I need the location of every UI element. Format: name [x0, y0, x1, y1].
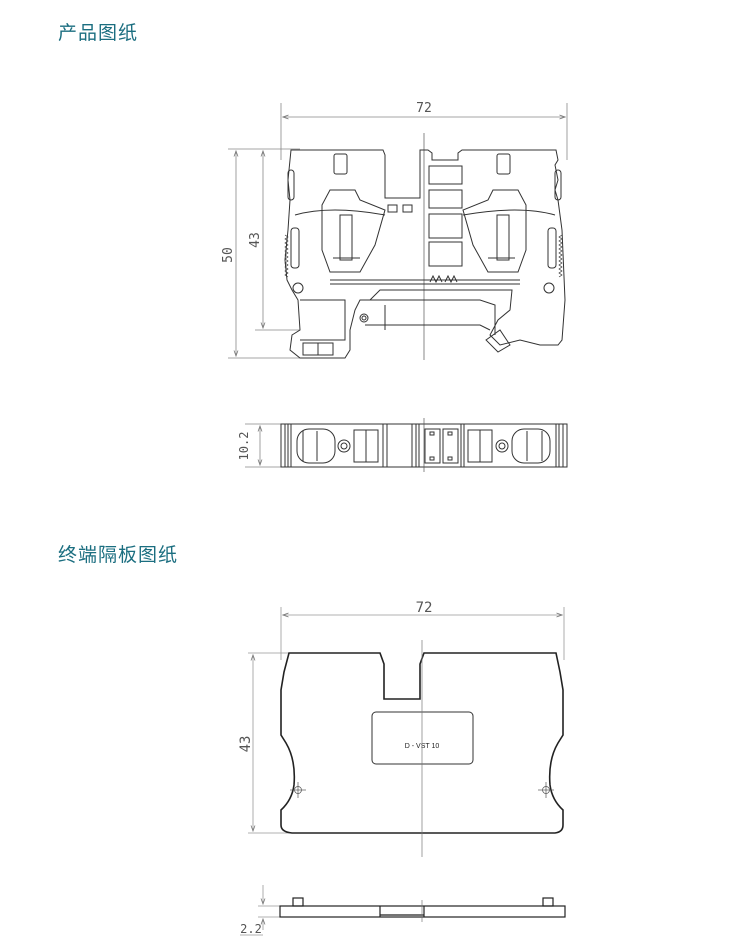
end-plate-outline: [280, 652, 564, 834]
dim-label-43: 43: [248, 232, 263, 248]
dimension-width-72: [280, 103, 568, 160]
mounting-holes: [290, 782, 554, 798]
dim-label-43-plate: 43: [238, 736, 254, 753]
dimension-heights: [228, 148, 300, 359]
label-area: [371, 711, 474, 765]
product-front-view: 72 50 43: [221, 101, 568, 360]
dim-label-2-2: 2.2: [240, 922, 262, 936]
dim-label-72-plate: 72: [416, 600, 433, 616]
dim-label-72: 72: [416, 101, 432, 116]
dim-label-50: 50: [221, 247, 236, 263]
end-plate-side-view: 2.2: [240, 885, 566, 936]
product-top-view: 10.2: [237, 418, 568, 472]
dim-label-10-2: 10.2: [237, 432, 251, 461]
section-title-end-plate-drawing: 终端隔板图纸: [58, 544, 179, 566]
terminal-block-outline: [284, 149, 566, 359]
end-plate-front-view: 72 43 D - VST 10: [238, 600, 565, 857]
section-title-product-drawing: 产品图纸: [58, 22, 139, 44]
